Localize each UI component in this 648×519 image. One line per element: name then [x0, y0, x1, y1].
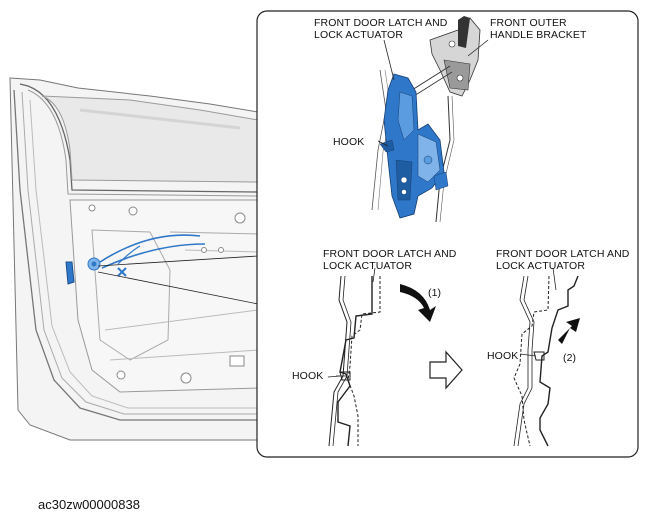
latch-label-right-line2: LOCK ACTUATOR	[496, 260, 586, 272]
door-illustration	[9, 77, 259, 441]
bracket-label-line2: HANDLE BRACKET	[490, 29, 587, 41]
latch-label-right-line1: FRONT DOOR LATCH AND	[496, 248, 630, 260]
step-label-1: (1)	[428, 287, 442, 299]
latch-label-left-line1: FRONT DOOR LATCH AND	[323, 248, 457, 260]
hook-label-top: HOOK	[333, 136, 365, 148]
transition-arrow	[429, 350, 463, 390]
latch-label-left-line2: LOCK ACTUATOR	[323, 260, 413, 272]
hook-label-right: HOOK	[487, 350, 519, 362]
hook-label-left: HOOK	[292, 370, 324, 382]
step-label-2: (2)	[563, 352, 577, 364]
latch-label-top-line1: FRONT DOOR LATCH AND	[314, 17, 448, 29]
bracket-label-line1: FRONT OUTER	[490, 17, 567, 29]
hook-engaged-detail	[327, 267, 381, 447]
push-arrow-2	[558, 318, 580, 344]
detail-callout-frame	[256, 10, 639, 458]
latch-label-top-line2: LOCK ACTUATOR	[314, 29, 404, 41]
latch-assembly-illustration	[371, 16, 489, 223]
rotate-arrow-1	[400, 284, 436, 322]
figure-code: ac30zw00000838	[38, 497, 140, 512]
hook-released-detail	[513, 267, 579, 447]
